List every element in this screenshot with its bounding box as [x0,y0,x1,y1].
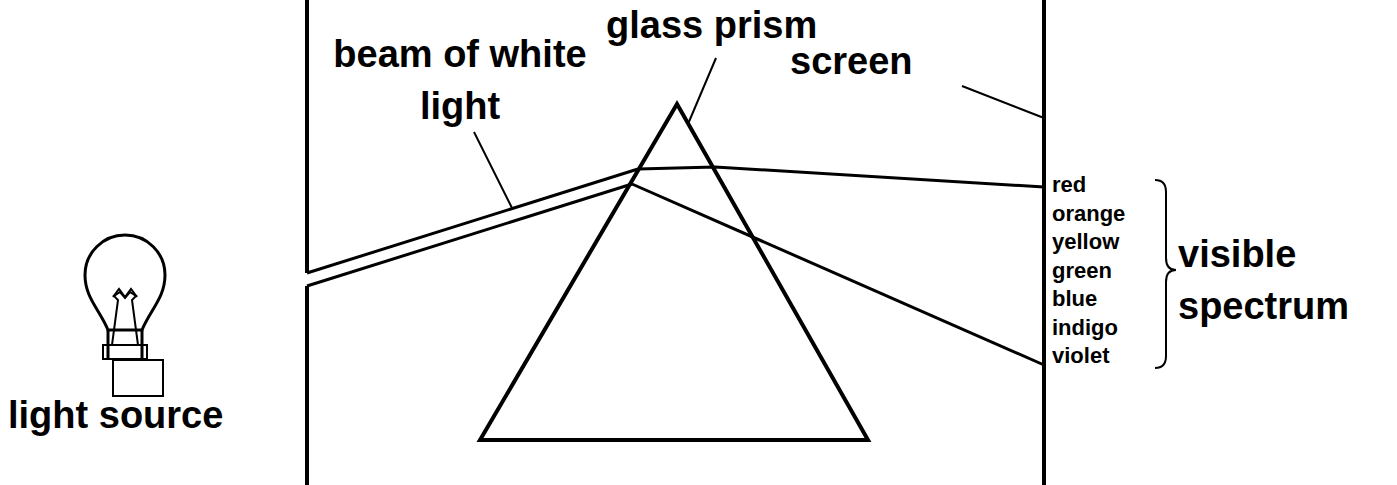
color-name: indigo [1052,315,1118,341]
beam-label: beam of white light [330,28,590,132]
violet-ray [632,184,1044,365]
spectrum-label: visible spectrum [1178,228,1390,332]
screen-line [1042,0,1046,485]
source-label: light source [8,392,223,438]
left-wall [305,286,309,485]
color-name: blue [1052,286,1097,312]
screen-label: screen [790,38,913,84]
leader-line [688,58,716,124]
light-bulb [85,235,165,396]
light-beam [307,169,638,273]
left-wall [305,0,309,273]
prism-label: glass prism [606,2,817,48]
leader-line [474,132,512,208]
leader-line [962,86,1044,118]
red-ray [638,167,1044,187]
color-name: yellow [1052,229,1119,255]
color-name: green [1052,258,1112,284]
color-name: red [1052,172,1086,198]
color-name: violet [1052,343,1109,369]
spectrum-bracket [1155,180,1176,368]
light-beam [307,184,632,286]
glass-prism [480,104,868,440]
color-name: orange [1052,201,1125,227]
